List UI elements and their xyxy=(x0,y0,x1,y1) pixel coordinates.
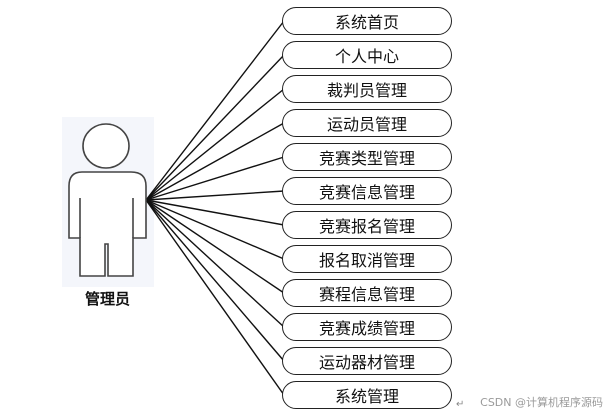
use-case-oval: 运动员管理 xyxy=(282,109,452,137)
association-line xyxy=(145,199,285,260)
association-line xyxy=(145,122,285,201)
use-case-oval: 裁判员管理 xyxy=(282,75,452,103)
use-case-oval: 运动器材管理 xyxy=(282,347,452,375)
association-lines xyxy=(145,20,285,396)
association-line xyxy=(145,199,285,226)
association-line xyxy=(145,190,285,201)
use-case-oval: 系统管理 xyxy=(282,381,452,409)
actor-figure xyxy=(68,123,147,277)
use-case-oval: 竞赛报名管理 xyxy=(282,211,452,239)
association-line xyxy=(145,156,285,201)
actor-head xyxy=(82,123,130,169)
association-line xyxy=(145,20,285,201)
association-line xyxy=(145,199,285,362)
use-case-oval: 竞赛成绩管理 xyxy=(282,313,452,341)
use-case-oval: 报名取消管理 xyxy=(282,245,452,273)
association-line xyxy=(145,54,285,201)
association-line xyxy=(145,199,285,294)
use-case-oval: 个人中心 xyxy=(282,41,452,69)
watermark: CSDN @计算机程序源码 xyxy=(480,396,603,409)
association-line xyxy=(145,199,285,328)
use-case-oval: 系统首页 xyxy=(282,7,452,35)
use-case-oval: 赛程信息管理 xyxy=(282,279,452,307)
association-line xyxy=(145,199,285,396)
use-case-oval: 竞赛信息管理 xyxy=(282,177,452,205)
actor-label: 管理员 xyxy=(84,290,130,308)
actor-body xyxy=(68,171,147,277)
use-case-oval: 竞赛类型管理 xyxy=(282,143,452,171)
return-mark-icon: ↵ xyxy=(456,399,465,410)
association-line xyxy=(145,88,285,201)
